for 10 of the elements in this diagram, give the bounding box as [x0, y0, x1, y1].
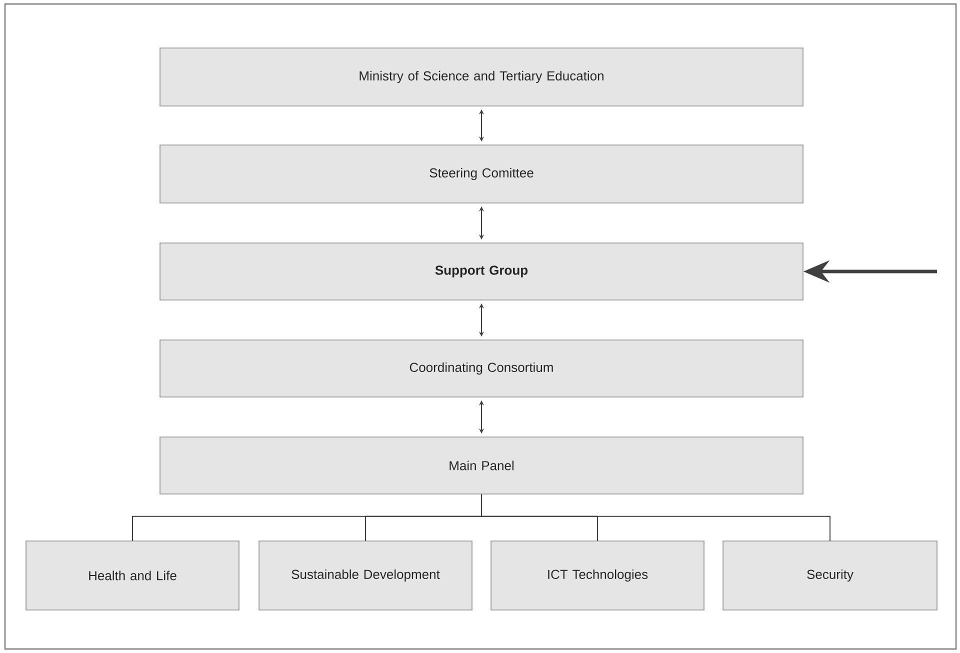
- box: Security: [722, 540, 938, 610]
- box: Sustainable Development: [258, 540, 472, 610]
- box: Ministry of Science and Tertiary Education: [160, 48, 804, 106]
- box: ICT Technologies: [490, 540, 704, 610]
- box: Steering Comittee: [160, 144, 804, 204]
- connector-line: [481, 494, 831, 542]
- box: Coordinating Consortium: [160, 340, 804, 398]
- box: Support Group: [160, 242, 804, 300]
- box: Health and Life: [26, 540, 240, 610]
- box: Main Panel: [160, 436, 804, 494]
